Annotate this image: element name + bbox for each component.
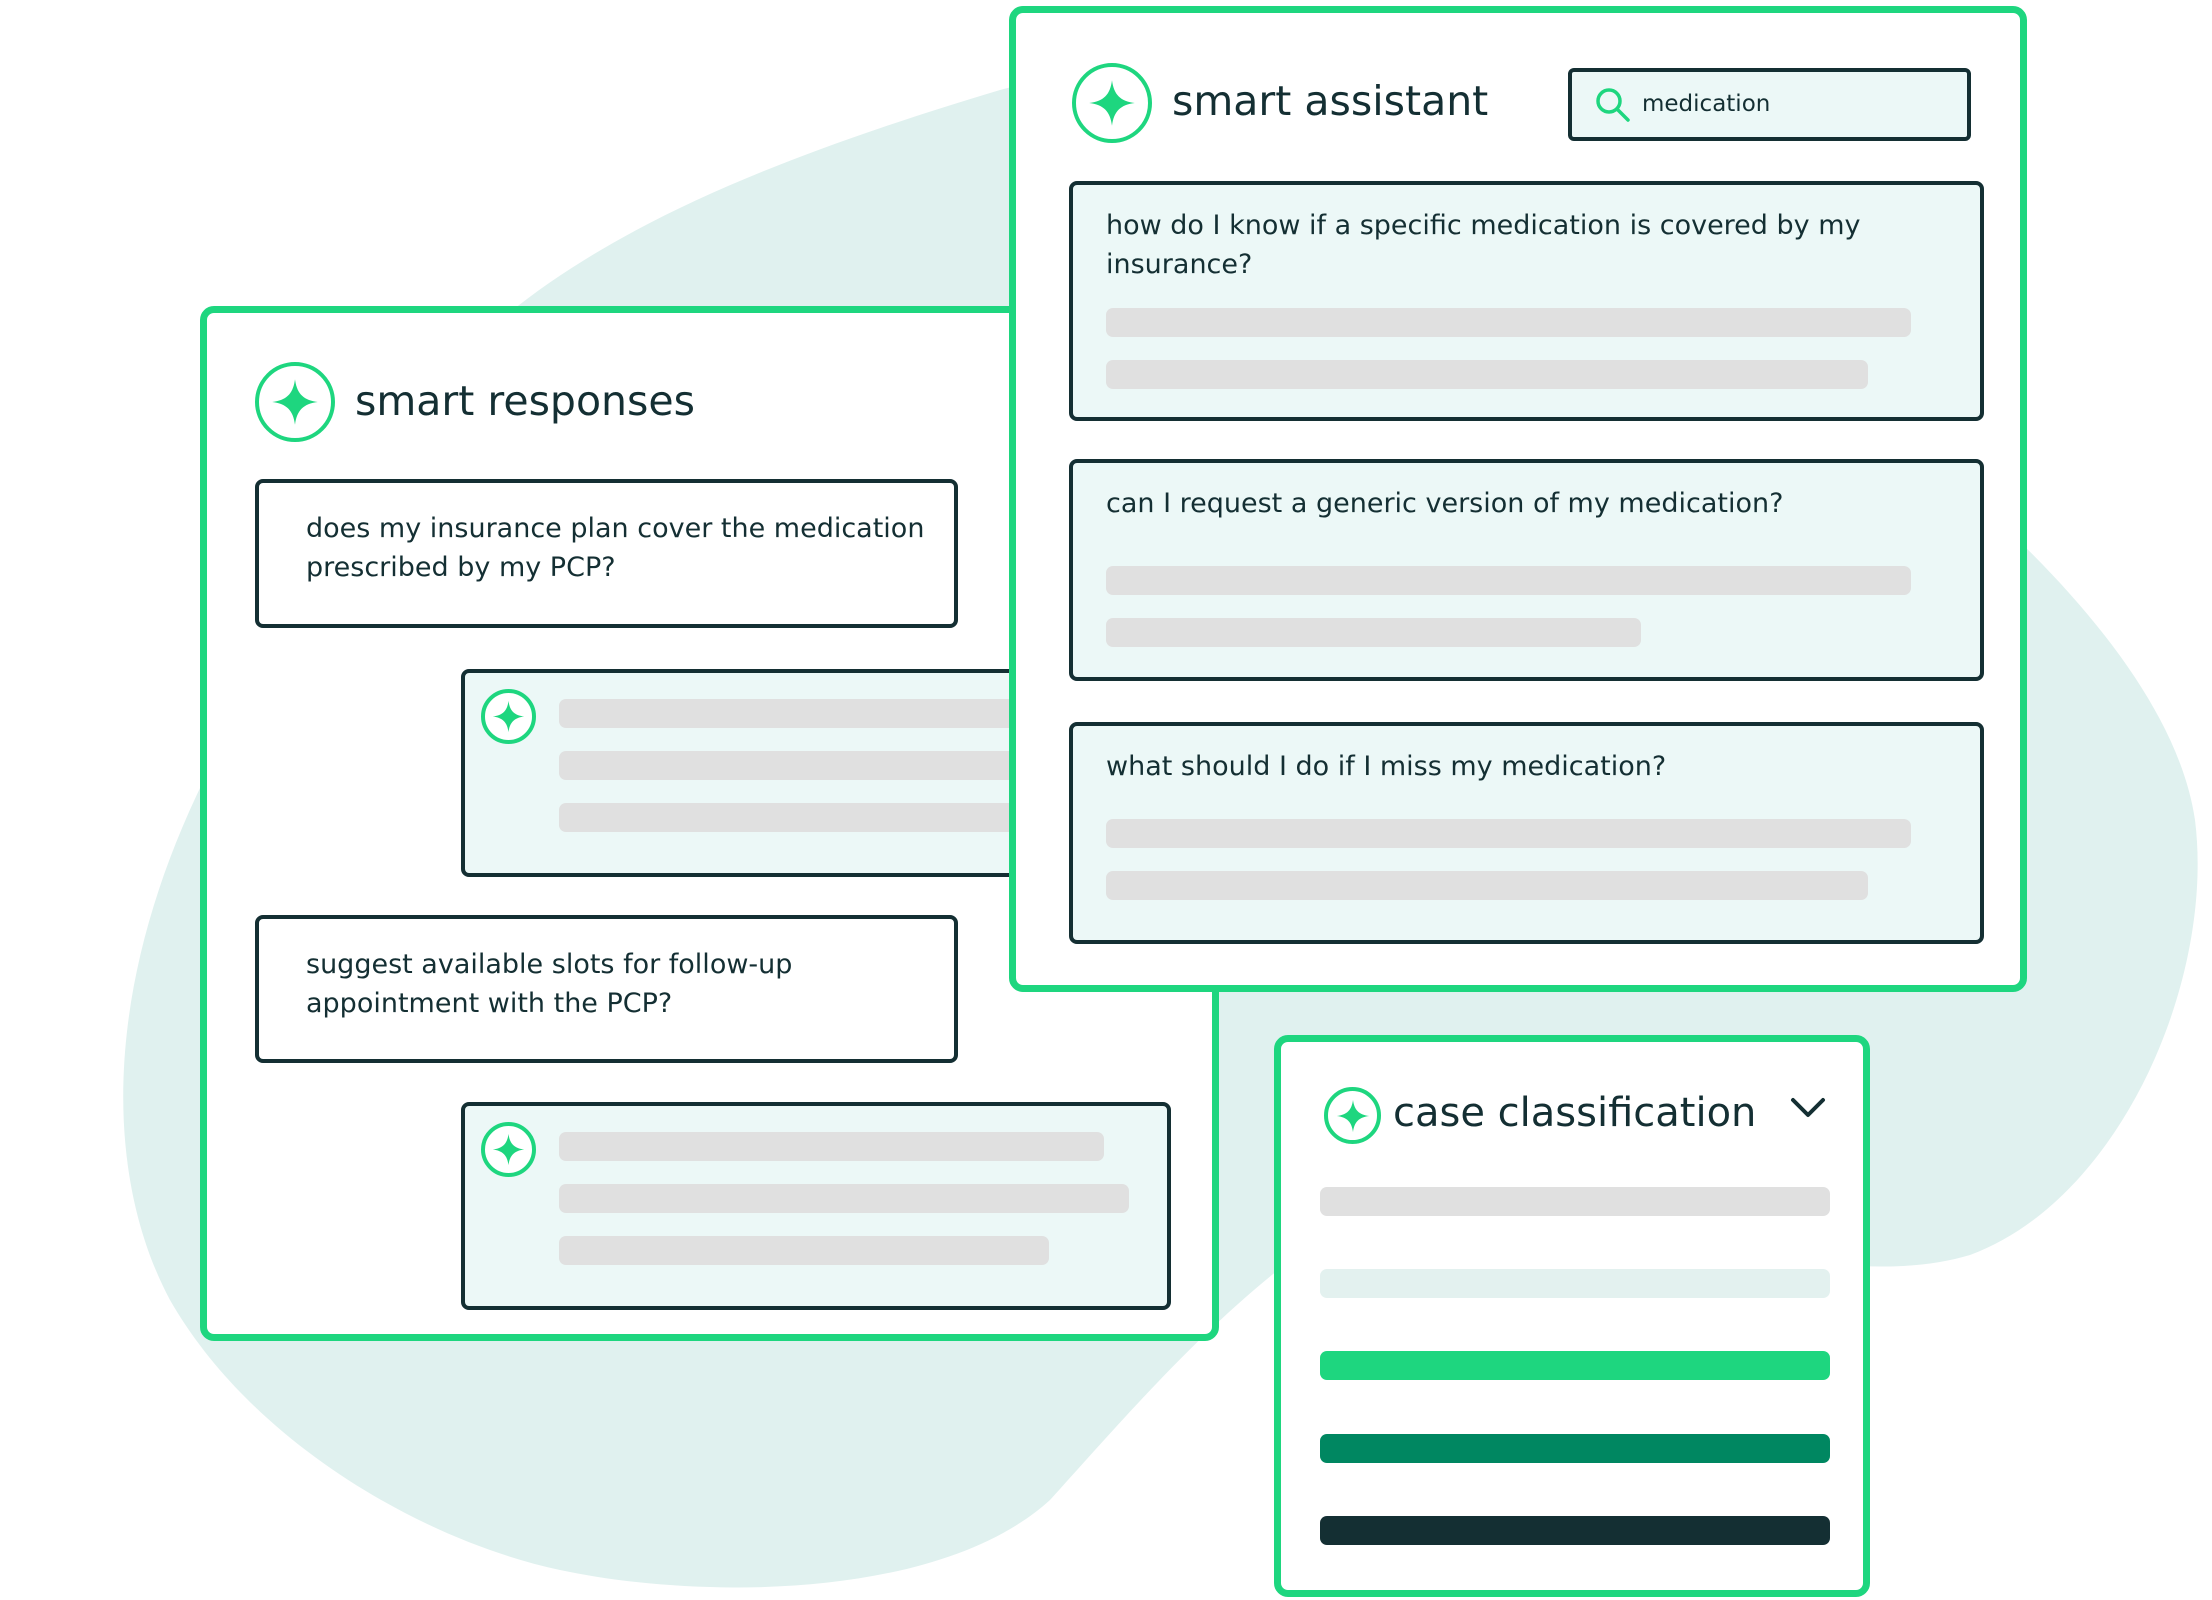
result-question: can I request a generic version of my me… [1106,488,1784,519]
response-placeholder-line [559,1132,1104,1161]
answer-placeholder-line [1106,819,1911,848]
classification-bar-gray [1320,1187,1830,1216]
classification-bar-pale [1320,1269,1830,1298]
answer-placeholder-line [1106,360,1868,389]
sparkle-icon [1324,1087,1381,1144]
panel-title: smart responses [355,377,695,425]
response-placeholder-line [559,1236,1049,1265]
panel-title: case classification [1393,1090,1757,1136]
result-card[interactable]: how do I know if a specific medication i… [1069,181,1984,421]
smart-assistant-panel: smart assistant how do I know if a speci… [1009,6,2027,992]
answer-placeholder-line [1106,618,1641,647]
sparkle-icon [481,1122,536,1177]
prompt-text: does my insurance plan cover the medicat… [306,513,925,583]
classification-bar-green [1320,1351,1830,1380]
answer-placeholder-line [1106,308,1911,337]
case-classification-panel: case classification [1274,1035,1870,1597]
result-card[interactable]: what should I do if I miss my medication… [1069,722,1984,944]
result-card[interactable]: can I request a generic version of my me… [1069,459,1984,681]
classification-bar-ink [1320,1516,1830,1545]
answer-placeholder-line [1106,566,1911,595]
sparkle-icon [1072,63,1152,143]
user-prompt-card[interactable]: suggest available slots for follow-up ap… [255,915,958,1063]
ai-response-card [461,1102,1171,1310]
chevron-down-icon[interactable] [1785,1085,1831,1135]
result-question: what should I do if I miss my medication… [1106,751,1667,782]
user-prompt-card[interactable]: does my insurance plan cover the medicat… [255,479,958,628]
panel-title: smart assistant [1172,77,1489,125]
prompt-text: suggest available slots for follow-up ap… [306,949,793,1019]
answer-placeholder-line [1106,871,1868,900]
classification-bar-dark-green [1320,1434,1830,1463]
sparkle-icon [255,362,335,442]
search-icon [1594,86,1632,128]
response-placeholder-line [559,1184,1129,1213]
search-input[interactable]: medication [1568,68,1971,141]
sparkle-icon [481,689,536,744]
result-question: how do I know if a specific medication i… [1106,210,1861,280]
search-value: medication [1642,91,1771,117]
